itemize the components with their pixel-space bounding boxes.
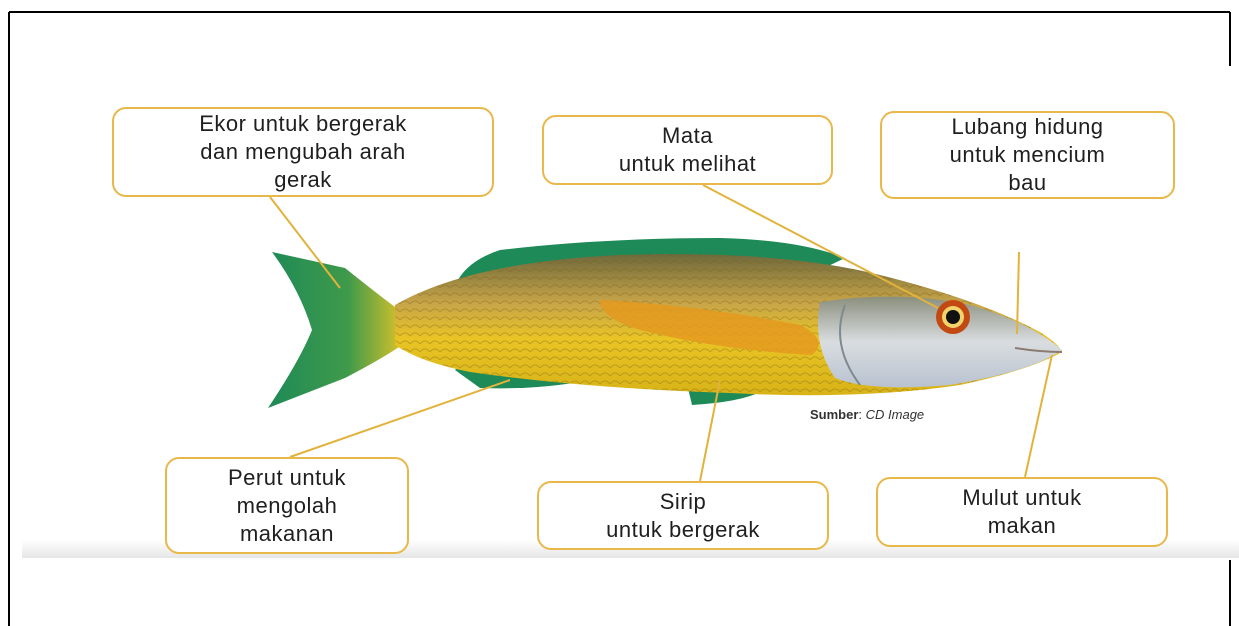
tail-fin	[268, 252, 402, 408]
label-stomach: Perut untuk mengolah makanan	[165, 457, 409, 554]
leader-perut	[290, 380, 510, 457]
label-mouth: Mulut untuk makan	[876, 477, 1168, 547]
label-mouth-text: Mulut untuk makan	[962, 484, 1081, 540]
label-fin: Sirip untuk bergerak	[537, 481, 829, 550]
source-name: CD Image	[866, 407, 925, 422]
label-nostril: Lubang hidung untuk mencium bau	[880, 111, 1175, 199]
label-tail: Ekor untuk bergerak dan mengubah arah ge…	[112, 107, 494, 197]
label-fin-text: Sirip untuk bergerak	[606, 488, 760, 544]
label-eye: Mata untuk melihat	[542, 115, 833, 185]
fish-illustration	[268, 238, 1062, 408]
label-eye-text: Mata untuk melihat	[619, 122, 756, 178]
label-tail-text: Ekor untuk bergerak dan mengubah arah ge…	[199, 110, 407, 194]
image-source-caption: Sumber: CD Image	[810, 407, 924, 422]
leader-mulut	[1025, 355, 1052, 477]
source-separator: :	[858, 407, 865, 422]
source-prefix: Sumber	[810, 407, 858, 422]
label-stomach-text: Perut untuk mengolah makanan	[228, 464, 346, 548]
label-nostril-text: Lubang hidung untuk mencium bau	[950, 113, 1106, 197]
